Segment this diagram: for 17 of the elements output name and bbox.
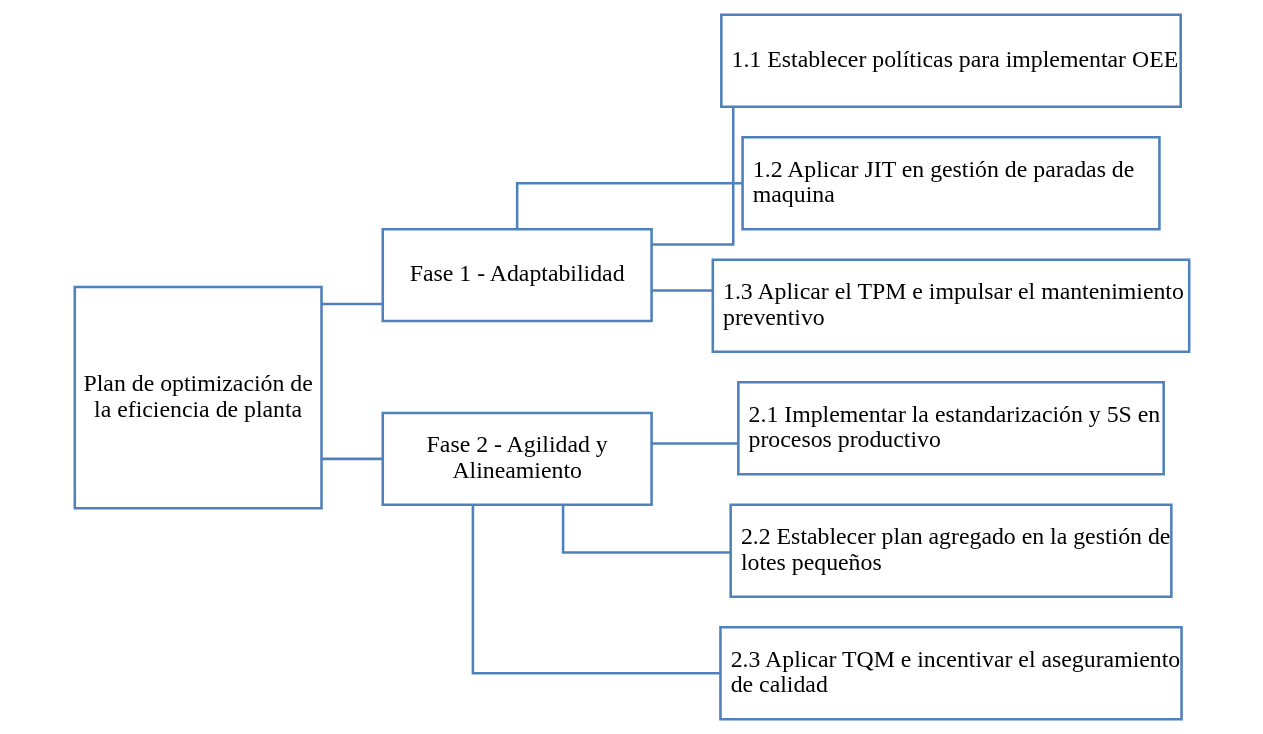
connector <box>321 302 382 306</box>
node-box: 1.3 Aplicar el TPM e impulsar el mantenimiento preventivo <box>711 258 1190 353</box>
connector <box>561 505 730 554</box>
node-box: 2.3 Aplicar TQM e incentivar el aseguramiento de calidad <box>718 626 1183 721</box>
connector <box>515 181 742 229</box>
node-box: 2.2 Establecer plan agregado en la gestión de lotes pequeños <box>728 503 1173 598</box>
connector <box>651 107 734 246</box>
node-box: 1.1 Establecer políticas para implementar OEE <box>719 13 1182 108</box>
node-box: 2.1 Implementar la estandarización y 5S en procesos productivo <box>736 381 1165 476</box>
connector <box>651 289 713 292</box>
connector <box>321 457 382 461</box>
node-box: 1.2 Aplicar JIT en gestión de paradas de maquina <box>740 136 1161 231</box>
connector <box>471 504 720 675</box>
connector <box>651 442 738 445</box>
node-box: Fase 2 - Agilidad y Alineamiento <box>380 411 653 507</box>
node-box: Plan de optimización de la eficiencia de planta <box>73 285 323 510</box>
node-box: Fase 1 - Adaptabilidad <box>380 227 653 323</box>
